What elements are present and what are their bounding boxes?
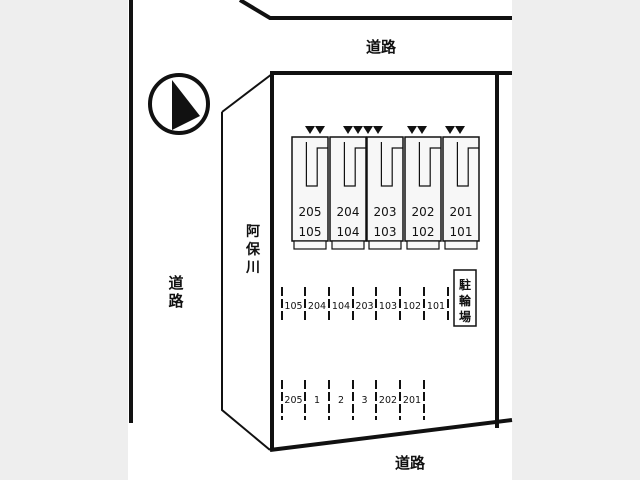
unit-number-lower: 102: [412, 225, 435, 239]
entrance-triangle-icon: [407, 126, 417, 134]
unit-balcony: [444, 240, 478, 250]
unit-number-lower: 101: [450, 225, 473, 239]
unit-number-lower: 105: [299, 225, 322, 239]
unit-number-upper: 204: [337, 205, 360, 219]
entrance-triangle-icon: [455, 126, 465, 134]
road-left-char-1: 道: [168, 274, 183, 292]
river-char-1: 阿: [246, 224, 260, 240]
parking-slot-label: 105: [284, 301, 302, 312]
entrance-triangle-icon: [315, 126, 325, 134]
unit-balcony: [331, 240, 365, 250]
parking-slot-label: 205: [284, 395, 302, 406]
road-label-top: 道路: [366, 38, 397, 56]
parking-slot-label: 104: [332, 301, 350, 312]
site-bottom-edge: [269, 418, 513, 452]
bike-parking-box: [453, 269, 477, 327]
unit-entry-recess: [380, 142, 403, 187]
parking-slot-label: 3: [361, 395, 367, 406]
river-char-2: 保: [245, 241, 261, 258]
parking-row-upper: 105 204 104 203 103 102 101: [281, 287, 449, 322]
unit-number-upper: 202: [412, 205, 435, 219]
river-char-3: 川: [245, 260, 260, 276]
river-bank: [221, 112, 271, 451]
parking-slot-label: 2: [338, 395, 344, 406]
unit-number-upper: 201: [450, 205, 473, 219]
unit-entry-recess: [305, 142, 328, 187]
parking-row-lower: 205 1 2 3 202 201: [281, 380, 425, 420]
road-label-left: 道 路: [168, 274, 184, 310]
unit-entry-recess: [418, 142, 441, 187]
unit-balcony: [406, 240, 440, 250]
margin-left: [0, 0, 128, 480]
entrance-triangle-icon: [363, 126, 373, 134]
parking-slot-label: 102: [403, 301, 421, 312]
road-edge-top: [238, 0, 512, 20]
north-arrow-icon: [148, 73, 210, 135]
bike-parking-label: 駐 輪 場: [459, 277, 472, 324]
parking-slot-label: 101: [427, 301, 445, 312]
parking-slot-label: 203: [355, 301, 373, 312]
unit-outline: [366, 136, 404, 242]
unit-number-upper: 203: [374, 205, 397, 219]
entrance-triangle-icon: [353, 126, 363, 134]
river-label: 阿 保 川: [245, 224, 261, 276]
unit-entry-recess: [456, 142, 479, 187]
entrance-markers: [305, 126, 465, 134]
unit-outline: [442, 136, 480, 242]
bike-char-3: 場: [459, 309, 471, 324]
entrance-triangle-icon: [445, 126, 455, 134]
unit-outline: [404, 136, 442, 242]
parking-slot-label: 204: [308, 301, 326, 312]
road-label-bottom: 道路: [395, 454, 426, 472]
parking-slot-label: 202: [379, 395, 397, 406]
margin-right: [512, 0, 640, 480]
parking-slot-label: 1: [314, 395, 320, 406]
entrance-triangle-icon: [305, 126, 315, 134]
parking-slot-label: 103: [379, 301, 397, 312]
unit-entry-recess: [343, 142, 366, 187]
bike-char-1: 駐: [459, 277, 471, 292]
bike-char-2: 輪: [459, 293, 472, 308]
unit-number-lower: 103: [374, 225, 397, 239]
unit-balcony: [368, 240, 402, 250]
parking-slot-label: 201: [403, 395, 421, 406]
river-bank-top: [221, 73, 273, 113]
unit-outline: [291, 136, 329, 242]
unit-number-upper: 205: [299, 205, 322, 219]
entrance-triangle-icon: [417, 126, 427, 134]
entrance-triangle-icon: [343, 126, 353, 134]
unit-balcony: [293, 240, 327, 250]
unit-number-lower: 104: [337, 225, 360, 239]
entrance-triangle-icon: [373, 126, 383, 134]
road-left-char-2: 路: [168, 292, 184, 310]
